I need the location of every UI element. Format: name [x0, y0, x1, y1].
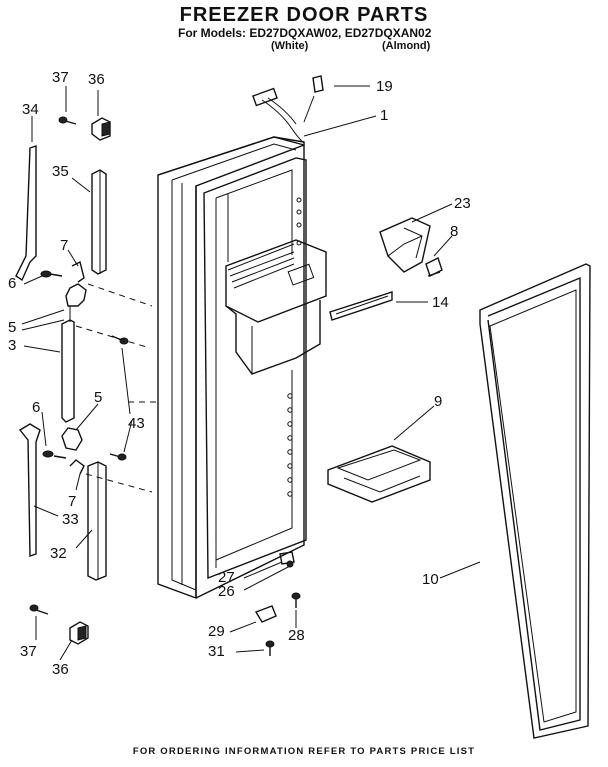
screw-43 [109, 335, 129, 461]
callout-36-top: 36 [88, 71, 105, 88]
callout-3: 3 [8, 337, 16, 354]
callout-34: 34 [22, 101, 39, 118]
models-line: For Models: ED27DQXAW02, ED27DQXAN02 [178, 26, 432, 40]
callout-28: 28 [288, 627, 305, 644]
screw-31 [265, 640, 275, 656]
trim-35 [91, 169, 107, 275]
door-outer-panel [157, 136, 305, 600]
callout-6-mid: 6 [32, 399, 40, 416]
callout-37-top: 37 [52, 69, 69, 86]
leader-lines [21, 85, 481, 661]
door-inner-liner [203, 157, 307, 580]
lower-hinge [42, 427, 85, 475]
dispenser-module [225, 239, 327, 375]
callout-35: 35 [52, 163, 69, 180]
door-bin-9 [327, 445, 431, 503]
callout-36-bot: 36 [52, 661, 69, 678]
trim-33 [18, 423, 41, 557]
bracket-8 [425, 257, 443, 277]
ordering-info-footer: FOR ORDERING INFORMATION REFER TO PARTS … [132, 746, 476, 757]
callout-7-top: 7 [60, 237, 68, 254]
door-shelf-rail-holes [287, 393, 293, 497]
hinge-cover-top [91, 117, 111, 141]
bracket-29 [254, 605, 277, 623]
hinge-screw-bottom [29, 604, 49, 615]
callout-5-mid: 5 [94, 389, 102, 406]
hinge-pin-3 [61, 319, 75, 423]
hinge-cover-bottom [69, 621, 89, 645]
callout-33: 33 [62, 511, 79, 528]
callout-14: 14 [432, 294, 449, 311]
callout-8: 8 [450, 223, 458, 240]
callout-29: 29 [208, 623, 225, 640]
callout-37-bot: 37 [20, 643, 37, 660]
callout-10: 10 [422, 571, 439, 588]
callout-23: 23 [454, 195, 471, 212]
callout-27: 27 [218, 569, 235, 586]
trim-32 [87, 461, 107, 581]
page-title: FREEZER DOOR PARTS [179, 4, 429, 26]
callout-5-top: 5 [8, 319, 16, 336]
callout-7-mid: 7 [68, 493, 76, 510]
callout-labels: 37 36 34 35 7 6 5 3 6 5 43 7 33 32 37 36… [8, 69, 471, 678]
callout-6-top: 6 [8, 275, 16, 292]
wire-harness [252, 75, 324, 144]
hinge-screw-top [58, 116, 77, 125]
variant-almond: (Almond) [382, 40, 431, 52]
callout-31: 31 [208, 643, 225, 660]
upper-hinge [40, 260, 87, 322]
callout-9: 9 [434, 393, 442, 410]
callout-1: 1 [380, 107, 388, 124]
callout-32: 32 [50, 545, 67, 562]
callout-43: 43 [128, 415, 145, 432]
trim-34 [15, 145, 37, 282]
variant-white: (White) [271, 40, 309, 52]
door-gasket-10 [479, 263, 591, 739]
stop-27-26 [279, 551, 295, 568]
screw-28 [291, 592, 301, 608]
callout-19: 19 [376, 78, 393, 95]
ice-chute-23 [379, 217, 431, 273]
trim-strip-14 [329, 291, 393, 321]
callout-26: 26 [218, 583, 235, 600]
